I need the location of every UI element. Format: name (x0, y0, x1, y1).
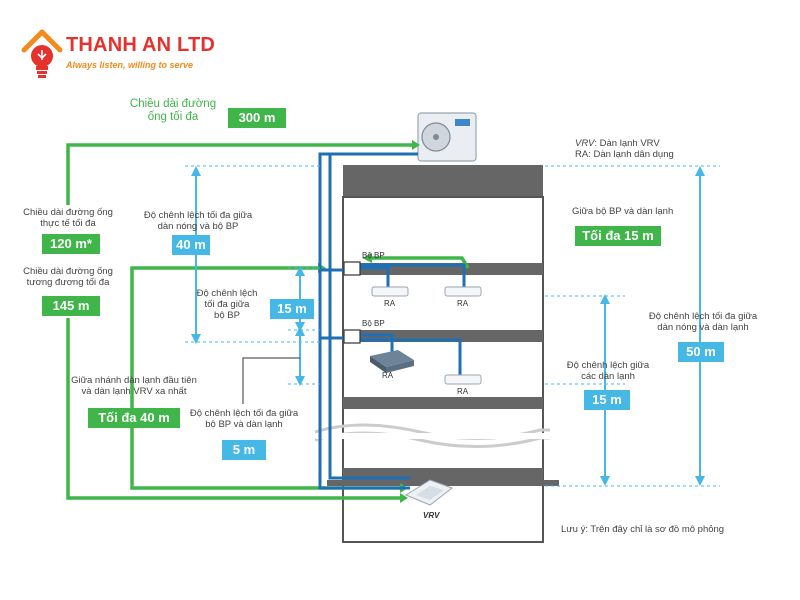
ra-label-4: RA (457, 387, 469, 396)
brand-name: THANH AN LTD (66, 34, 216, 56)
blue-refrigerant-pipes (318, 152, 466, 490)
vrv-label: VRV (423, 511, 440, 520)
ra-unit-icon (444, 286, 482, 297)
vrv-cassette-icon (404, 479, 454, 506)
outdoor-unit-icon (417, 112, 477, 162)
bp-label-2: Bộ BP (362, 319, 385, 328)
bp-indoor-diff-value: 5 m (222, 440, 266, 460)
first-branch-value: Tối đa 40 m (88, 408, 180, 428)
leader-line (242, 357, 300, 404)
house-bulb-logo-icon (21, 29, 63, 78)
bp-ra-value: Tối đa 15 m (575, 226, 661, 246)
bp-ra-label: Giữa bộ BP và dàn lạnh (572, 206, 674, 217)
note-text: Lưu ý: Trên đây chỉ là sơ đồ mô phỏng (561, 524, 725, 535)
bp-label-1: Bộ BP (362, 251, 385, 260)
brand-slogan: Always listen, willing to serve (66, 60, 194, 70)
outdoor-bp-diff-value: 40 m (172, 235, 210, 255)
ra-label-2: RA (457, 299, 469, 308)
bp-box-1 (343, 261, 361, 276)
equiv-pipe-value: 145 m (42, 296, 100, 316)
max-pipe-value: 300 m (228, 108, 286, 128)
ra-unit-icon (371, 286, 409, 297)
outdoor-indoor-diff-value: 50 m (678, 342, 724, 362)
legend-ra: RA: Dàn lạnh dân dụng (575, 149, 674, 160)
ra-label-3: RA (382, 371, 394, 380)
bp-bp-diff-value: 15 m (270, 299, 314, 319)
indoor-diff-value: 15 m (584, 390, 630, 410)
ra-unit-icon (444, 374, 482, 385)
green-pipe-lines (66, 143, 470, 500)
legend-vrv: VRV: Dàn lạnh VRV (575, 138, 660, 149)
ra-label-1: RA (384, 299, 396, 308)
bp-box-2 (343, 329, 361, 344)
actual-pipe-value: 120 m* (42, 234, 100, 254)
